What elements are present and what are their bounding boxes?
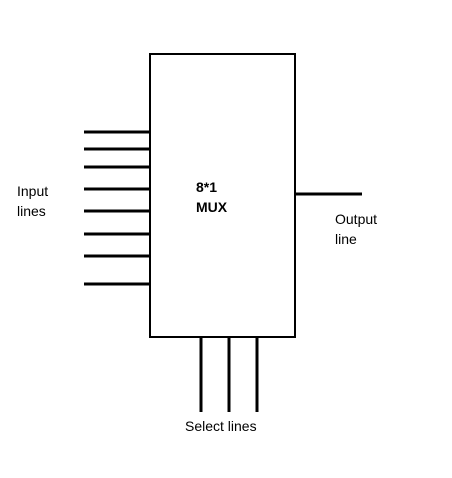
select-lines-label: Select lines <box>185 418 257 434</box>
output-label-line-2: line <box>335 231 357 247</box>
input-lines-label: Input lines <box>17 181 77 221</box>
output-line-label: Output line <box>335 209 395 249</box>
mux-size-label: 8*1 <box>196 179 218 195</box>
mux-block <box>149 53 296 338</box>
mux-name-label: MUX <box>196 199 228 215</box>
input-label-line-2: lines <box>17 203 46 219</box>
input-label-line-1: Input <box>17 183 49 199</box>
output-label-line-1: Output <box>335 211 378 227</box>
mux-block-label: 8*1 MUX <box>196 177 227 217</box>
